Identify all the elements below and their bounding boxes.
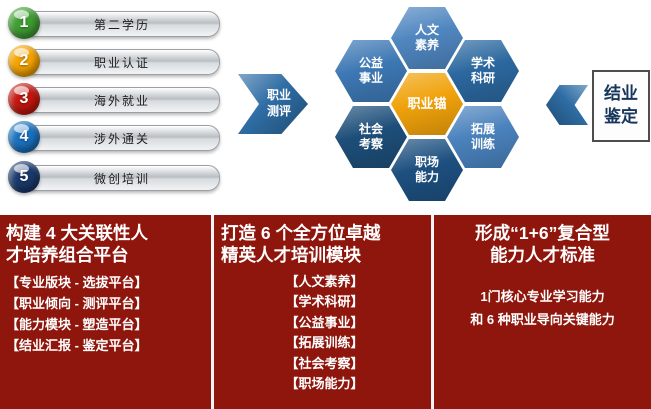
- module-item: 【社会考察】: [285, 355, 364, 371]
- panel-modules-title: 打造 6 个全方位卓越 精英人才培训模块: [221, 223, 381, 266]
- hex-label: 职业锚: [407, 95, 447, 111]
- panel-standard-body: 1门核心专业学习能力 和 6 种职业导向关键能力: [440, 285, 645, 332]
- module-item: 【学术科研】: [285, 294, 364, 310]
- module-item: 【公益事业】: [285, 314, 364, 330]
- hex-label: 公益事业: [359, 56, 384, 85]
- pathway-item: 第二学历 1: [8, 7, 220, 39]
- panel-modules-items: 【人文素养】 【学术科研】 【公益事业】 【拓展训练】 【社会考察】 【职场能力…: [221, 272, 428, 395]
- platform-item: 【结业汇报 - 鉴定平台】: [6, 337, 148, 353]
- flow-diagram: 第二学历 1 职业认证 2 海外就业 3: [8, 7, 650, 201]
- pathway-label: 涉外通关: [93, 131, 150, 146]
- pathway-label: 微创培训: [93, 171, 150, 186]
- step-number-badge: 2: [8, 45, 40, 77]
- panel-standard: 形成“1+6”复合型 能力人才标准 1门核心专业学习能力 和 6 种职业导向关键…: [434, 215, 651, 409]
- hex-academic-research: 学术科研: [447, 40, 519, 102]
- appraisal-arrow: [546, 85, 588, 125]
- standard-line: 1门核心专业学习能力: [480, 288, 605, 304]
- hex-public-welfare: 公益事业: [335, 40, 407, 102]
- pathway-item: 微创培训 5: [8, 161, 220, 193]
- panel-platforms-title: 构建 4 大关联性人 才培养组合平台: [6, 223, 148, 266]
- pathway-label: 海外就业: [93, 93, 150, 108]
- hex-career-anchor: 职业锚: [391, 73, 463, 135]
- platform-item: 【能力模块 - 塑造平台】: [6, 316, 148, 332]
- panel-modules: 打造 6 个全方位卓越 精英人才培训模块 【人文素养】 【学术科研】 【公益事业…: [214, 215, 431, 409]
- hex-humanities: 人文素养: [391, 7, 463, 69]
- panel-divider: [431, 215, 434, 409]
- completion-appraisal-box: 结业鉴定: [592, 70, 650, 142]
- step-number: 1: [19, 14, 29, 31]
- panel-platforms-items: 【专业版块 - 选拔平台】 【职业倾向 - 测评平台】 【能力模块 - 塑造平台…: [6, 272, 208, 356]
- pathway-capsule: 涉外通关: [24, 125, 220, 151]
- platform-item: 【职业倾向 - 测评平台】: [6, 295, 148, 311]
- pathway-item: 海外就业 3: [8, 83, 220, 115]
- module-item: 【职场能力】: [285, 376, 364, 392]
- career-assessment-label: 职业测评: [267, 88, 292, 118]
- step-number-badge: 1: [8, 7, 40, 39]
- module-item: 【人文素养】: [285, 273, 364, 289]
- panel-divider: [211, 215, 214, 409]
- step-number-badge: 3: [8, 83, 40, 115]
- step-number: 2: [19, 52, 29, 69]
- step-number-badge: 4: [8, 121, 40, 153]
- pathway-item: 职业认证 2: [8, 45, 220, 77]
- career-assessment-arrow: 职业测评: [238, 74, 308, 134]
- panel-standard-title: 形成“1+6”复合型 能力人才标准: [475, 223, 610, 266]
- pathway-capsule: 第二学历: [24, 11, 220, 37]
- step-number: 4: [19, 128, 29, 145]
- platform-item: 【专业版块 - 选拔平台】: [6, 274, 148, 290]
- hex-label: 学术科研: [471, 56, 496, 85]
- hex-workplace-ability: 职场能力: [391, 139, 463, 201]
- pathway-label: 第二学历: [93, 17, 150, 32]
- hex-label: 拓展训练: [471, 122, 496, 151]
- standard-line: 和 6 种职业导向关键能力: [470, 312, 615, 328]
- completion-appraisal-label: 结业鉴定: [604, 84, 638, 126]
- module-item: 【拓展训练】: [285, 335, 364, 351]
- pathway-item: 涉外通关 4: [8, 121, 220, 153]
- hex-label: 社会考察: [359, 122, 384, 151]
- panel-platforms: 构建 4 大关联性人 才培养组合平台 【专业版块 - 选拔平台】 【职业倾向 -…: [0, 215, 211, 409]
- step-number: 5: [19, 168, 29, 185]
- pathway-capsule: 微创培训: [24, 165, 220, 191]
- hex-label: 职场能力: [415, 155, 440, 184]
- step-number: 3: [19, 90, 29, 107]
- pathway-capsule: 职业认证: [24, 49, 220, 75]
- hex-label: 人文素养: [415, 23, 440, 52]
- hex-outdoor-training: 拓展训练: [447, 106, 519, 168]
- step-number-badge: 5: [8, 161, 40, 193]
- summary-panels: 构建 4 大关联性人 才培养组合平台 【专业版块 - 选拔平台】 【职业倾向 -…: [0, 215, 651, 409]
- pathway-label: 职业认证: [93, 55, 150, 70]
- hex-social-survey: 社会考察: [335, 106, 407, 168]
- pathway-capsule: 海外就业: [24, 87, 220, 113]
